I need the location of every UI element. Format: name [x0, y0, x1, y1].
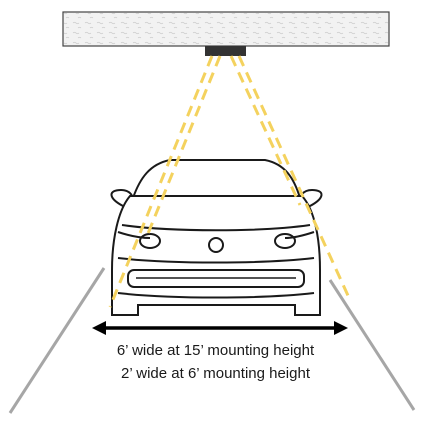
beam-left-inner	[145, 55, 222, 237]
width-arrow	[92, 321, 348, 335]
coverage-caption-line-1: 6’ wide at 15’ mounting height	[116, 342, 315, 359]
beam-right-outer	[237, 55, 352, 301]
coverage-caption-line-2: 2’ wide at 6’ mounting height	[120, 365, 310, 382]
beam-right-inner	[229, 55, 302, 206]
lane-line-right	[328, 279, 416, 411]
beam-left-outer	[108, 55, 214, 308]
car-front-icon	[110, 159, 323, 316]
sensor-icon	[205, 46, 246, 56]
lane-line-left	[8, 267, 106, 414]
ceiling-texture	[64, 13, 388, 45]
